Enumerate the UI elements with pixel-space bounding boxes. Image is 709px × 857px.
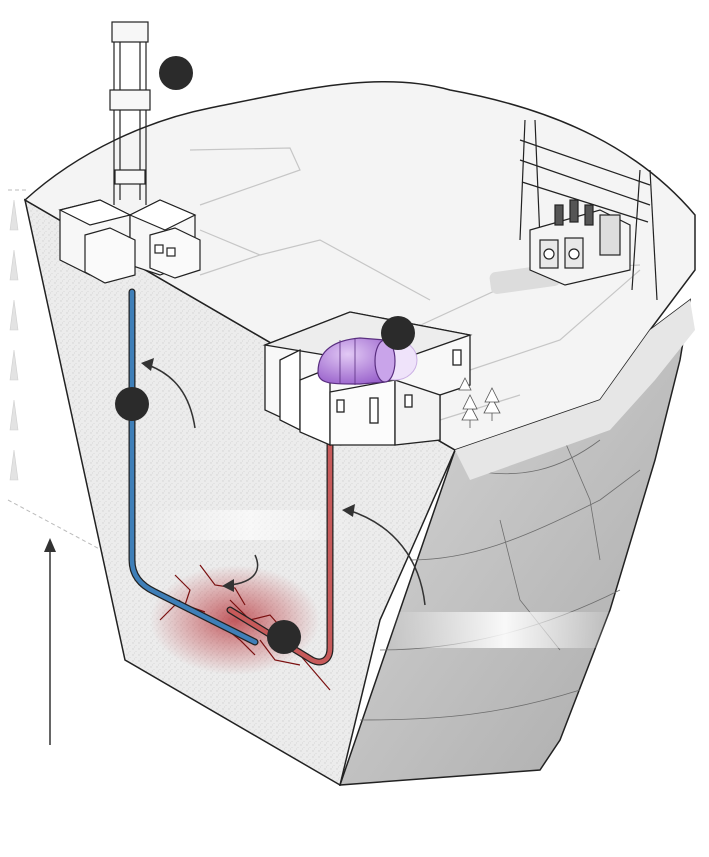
mist-band [390, 612, 620, 648]
drilling-rig-icon [58, 21, 201, 284]
surface-lines [189, 147, 641, 421]
ground-band [455, 300, 695, 480]
depth-scale [7, 189, 121, 561]
injection-well-marker[interactable] [115, 387, 149, 421]
electrical-substation-icon [519, 119, 658, 301]
depth-arrow [44, 538, 56, 745]
pine-tree-icon [458, 377, 501, 428]
heat-zone [150, 565, 320, 675]
arrowheads [141, 358, 355, 592]
drilling-rig-marker[interactable] [159, 56, 193, 90]
flow-arrow-icon [147, 364, 426, 606]
power-plant-marker[interactable] [381, 316, 415, 350]
fracture-zone-marker[interactable] [267, 620, 301, 654]
mist-band-2 [140, 510, 360, 540]
turbine-icon [317, 337, 418, 385]
ground-surface [23, 80, 696, 451]
